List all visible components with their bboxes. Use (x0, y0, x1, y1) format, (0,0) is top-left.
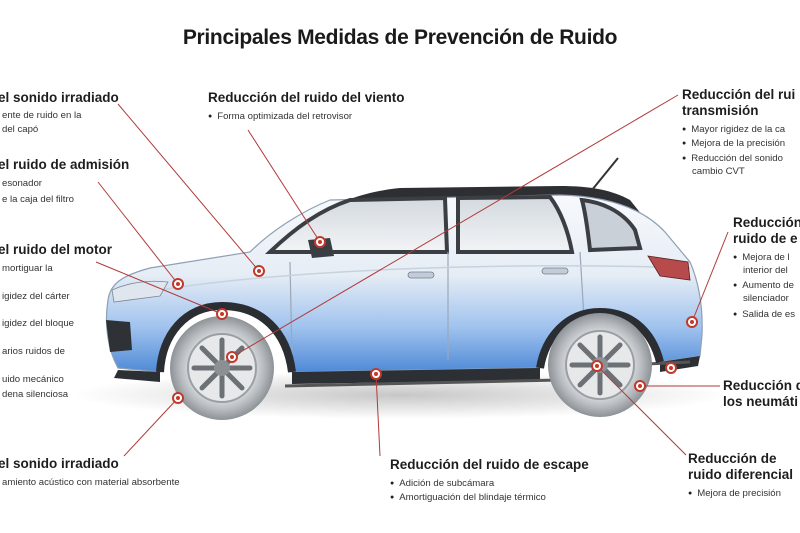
taillight (647, 255, 691, 281)
callout-wind-heading: Reducción del ruido del viento (208, 90, 405, 105)
leader-line-wind (247, 129, 321, 243)
noise-markers (172, 236, 698, 404)
callout-differential-bullet: Mejora de precisión (688, 488, 781, 500)
callout-tires-heading: los neumáti (723, 394, 799, 409)
callout-differential-heading: ruido diferencial (688, 467, 794, 482)
door-handle-rear (541, 267, 569, 275)
quarter-window (579, 197, 643, 253)
rear-wheel-arch (536, 307, 664, 369)
leader-lines (95, 94, 729, 457)
callout-exhaust-right-bullet: Aumento de (733, 280, 794, 292)
callout-radiated-top-line: del capó (2, 124, 39, 135)
callout-exhaust-bottom-heading: Reducción del ruido de escape (390, 457, 589, 472)
page-title: Principales Medidas de Prevención de Rui… (182, 26, 618, 49)
callout-intake-heading: el ruido de admisión (0, 157, 130, 172)
callout-transmission-line: cambio CVT (692, 166, 745, 177)
front-window (265, 195, 450, 254)
front-grille (106, 320, 132, 352)
leader-line-differential (596, 365, 687, 456)
callout-intake-line: esonador (2, 178, 43, 189)
marker-intake (172, 278, 184, 290)
callout-exhaust-right-heading: Reducción (733, 215, 800, 230)
callout-engine-line: mortiguar la (2, 263, 53, 274)
callout-radiated-top-line: ente de ruido en la (2, 110, 82, 121)
callout-radiated-bottom-heading: el sonido irradiado (0, 456, 119, 471)
marker-exhaust-right-2 (665, 362, 677, 374)
door-handle-front (407, 271, 435, 279)
callout-exhaust-right-bullet: Salida de es (733, 309, 795, 321)
leader-line-radiated-bottom (123, 397, 179, 457)
callout-engine-line: uido mecánico (2, 374, 64, 385)
callout-exhaust-right-line: silenciador (743, 293, 789, 304)
front-wheel-arch (156, 301, 296, 373)
callout-transmission-heading: Reducción del rui (682, 87, 796, 102)
callout-exhaust-right-line: interior del (743, 265, 788, 276)
callout-transmission-heading: transmisión (682, 103, 759, 118)
callout-exhaust-bottom-bullet: Amortiguación del blindaje térmico (390, 492, 546, 504)
callout-wind-bullet: Forma optimizada del retrovisor (208, 111, 352, 123)
callout-engine-line: igidez del bloque (2, 318, 75, 329)
callout-radiated-bottom-line: amiento acústico con material absorbente (2, 477, 180, 488)
callout-engine-line: dena silenciosa (2, 389, 69, 400)
front-wheel (170, 316, 274, 420)
callout-transmission-bullet: Mayor rigidez de la ca (682, 124, 785, 136)
callout-transmission-bullet: Mejora de la precisión (682, 138, 785, 150)
antenna-icon (591, 157, 619, 191)
marker-exhaust-bottom (370, 368, 382, 380)
callout-exhaust-right-heading: ruido de e (733, 231, 798, 246)
leader-line-transmission (231, 94, 679, 358)
callout-transmission-bullet: Reducción del sonido (682, 153, 783, 165)
body-character-line (159, 265, 691, 291)
marker-differential (591, 360, 603, 372)
leader-line-engine (95, 261, 223, 315)
lower-body-trim (114, 356, 700, 384)
rear-window (456, 194, 575, 254)
callout-engine-line: arios ruidos de (2, 346, 65, 357)
marker-wind (314, 236, 326, 248)
leader-line-intake (97, 181, 179, 285)
marker-exhaust-right (686, 316, 698, 328)
marker-tires (634, 380, 646, 392)
callout-tires-heading: Reducción d (723, 378, 800, 393)
marker-engine (216, 308, 228, 320)
callout-exhaust-bottom-bullet: Adición de subcámara (390, 478, 494, 490)
leader-line-radiated-top (117, 103, 260, 272)
callout-engine-line: igidez del cárter (2, 291, 70, 302)
marker-transmission (226, 351, 238, 363)
callout-intake-line: e la caja del filtro (2, 194, 74, 205)
leader-line-exhaust-right (691, 231, 729, 323)
callout-differential-heading: Reducción de (688, 451, 777, 466)
marker-radiated-bottom (172, 392, 184, 404)
leader-line-exhaust-bottom (375, 373, 381, 457)
callout-engine-heading: el ruido del motor (0, 242, 113, 257)
callout-radiated-top-heading: el sonido irradiado (0, 90, 119, 105)
marker-radiated-top (253, 265, 265, 277)
callout-exhaust-right-bullet: Mejora de l (733, 252, 789, 264)
door-line-front-edge (289, 261, 293, 361)
